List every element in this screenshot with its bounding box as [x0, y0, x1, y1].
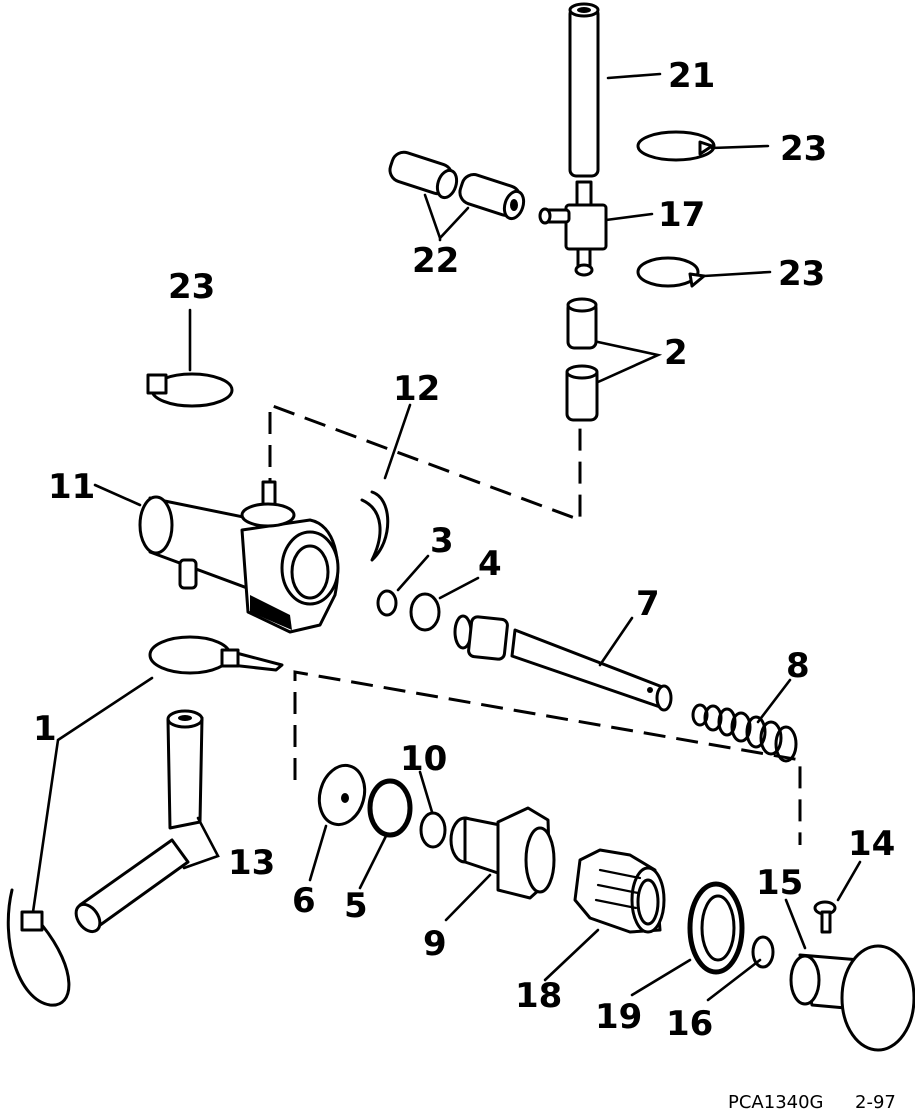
callout-10: 10: [400, 739, 447, 779]
callout-23-upper: 23: [780, 129, 827, 169]
callout-3: 3: [430, 521, 454, 561]
part-16-o-ring: [751, 935, 775, 969]
callout-21: 21: [668, 56, 715, 96]
assembly-line-upper: [268, 402, 582, 523]
figure-date: 2-97: [855, 1092, 896, 1113]
part-11-valve-body: [138, 480, 340, 634]
part-3-o-ring: [376, 589, 398, 617]
callout-19: 19: [595, 997, 642, 1037]
callout-17: 17: [658, 195, 705, 235]
part-17-tee-fitting: [538, 180, 608, 277]
part-1-cable-ties: [6, 635, 284, 1007]
callout-23-middle: 23: [778, 254, 825, 294]
part-23-clamp-middle: [636, 256, 706, 288]
callout-2: 2: [664, 333, 688, 373]
figure-code: PCA1340G: [728, 1092, 824, 1113]
part-18-threaded-fitting: [573, 848, 666, 934]
callout-18: 18: [515, 976, 562, 1016]
callout-8: 8: [786, 646, 810, 686]
part-6-washer: [317, 763, 367, 827]
part-23-clamp-upper: [636, 130, 716, 162]
part-4-o-ring: [409, 592, 441, 632]
part-8-spring: [691, 703, 798, 763]
part-13-hoses: [74, 709, 204, 934]
callout-23-left: 23: [168, 267, 215, 307]
callout-4: 4: [478, 544, 502, 584]
callout-15: 15: [756, 863, 803, 903]
callout-5: 5: [344, 886, 368, 926]
part-7-shaft: [453, 614, 673, 712]
part-5-ring: [367, 778, 413, 838]
part-15-knob: [789, 944, 915, 1052]
callout-16: 16: [666, 1004, 713, 1044]
part-23-clamp-left: [146, 372, 234, 408]
leader-lines: [31, 72, 862, 1002]
part-12-retaining-ring: [360, 490, 390, 562]
part-2-sleeves: [565, 297, 599, 422]
assembly-line-lower: [293, 670, 802, 845]
callout-9: 9: [423, 924, 447, 964]
part-14-screw: [813, 900, 837, 934]
callout-11: 11: [48, 467, 95, 507]
part-10-ring: [419, 811, 447, 849]
callout-13: 13: [228, 843, 275, 883]
callout-12: 12: [393, 369, 440, 409]
part-9-fitting: [449, 806, 556, 900]
part-21-hose: [568, 2, 600, 178]
callout-22: 22: [412, 241, 459, 281]
callout-6: 6: [292, 881, 316, 921]
part-22-hose-pieces: [388, 150, 526, 221]
callout-14: 14: [848, 824, 895, 864]
callout-7: 7: [636, 584, 660, 624]
part-19-lock-ring: [687, 881, 745, 975]
callout-1: 1: [33, 709, 57, 749]
